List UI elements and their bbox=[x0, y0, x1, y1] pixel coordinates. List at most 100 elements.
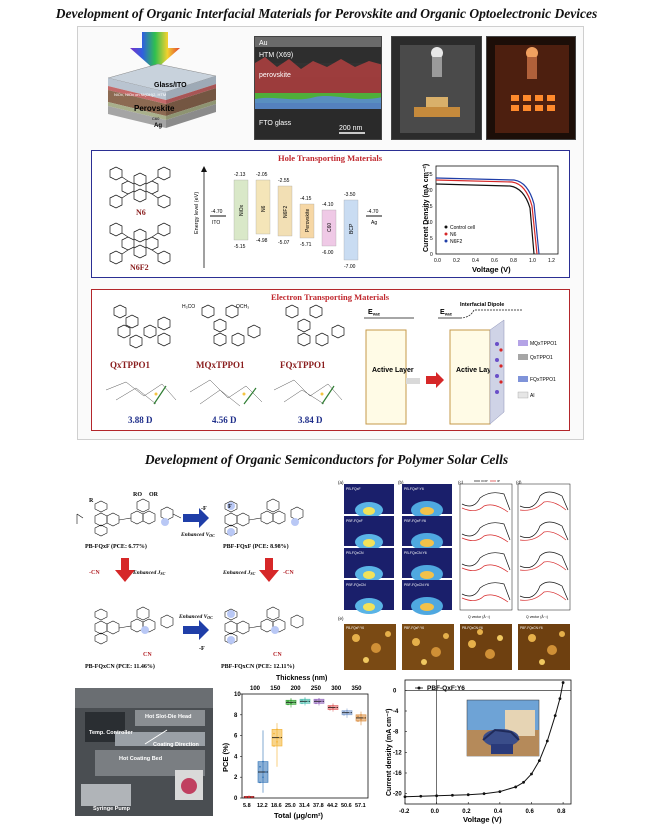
afm-1: PBF-FQxF:Y6 bbox=[404, 626, 424, 630]
htm-jv-ytick-3: 15 bbox=[427, 204, 433, 210]
n6f2-label: N6F2 bbox=[283, 206, 289, 218]
box-toptick-2: 200 bbox=[291, 686, 302, 692]
polymer-r-label: R bbox=[89, 498, 94, 504]
box-point bbox=[259, 766, 261, 768]
htm-jv-xtick-2: 0.4 bbox=[472, 258, 479, 264]
box-point bbox=[276, 741, 278, 743]
jv2-point bbox=[451, 793, 454, 797]
sem-au-label: Au bbox=[259, 40, 268, 47]
jv2-point bbox=[530, 772, 533, 776]
enhanced-voc-bottom: Enhanced VOC bbox=[178, 614, 213, 620]
sem-cross-section-image: Au HTM (X69) perovskite FTO glass 200 nm bbox=[254, 36, 382, 140]
legend-fqxtppo1: FQxTPPO1 bbox=[530, 377, 556, 383]
jv2-point bbox=[537, 759, 541, 762]
layer-ag-label: Ag bbox=[154, 123, 162, 129]
energy-level-diagram: Energy level (eV) -4.70 ITO -2.13 -5.15 … bbox=[194, 166, 382, 270]
box-xtick-6: 44.2 bbox=[327, 803, 338, 809]
box-ytick-4: 8 bbox=[234, 713, 238, 719]
jv2-point bbox=[558, 697, 562, 700]
slot-die-coater-photo: Hot Slot-Die Head Temp. Controller Coati… bbox=[75, 688, 213, 816]
arrow-right-bottom-icon bbox=[183, 620, 209, 640]
box-point bbox=[335, 706, 337, 709]
giwaxs-panel-d: (d) bbox=[516, 480, 522, 485]
c60-top-value: -4.10 bbox=[322, 202, 334, 208]
box-point bbox=[265, 771, 267, 773]
box-point bbox=[360, 714, 362, 716]
box-point bbox=[301, 702, 303, 705]
htm-molecule-n6f2-label: N6F2 bbox=[130, 263, 149, 272]
box-point bbox=[259, 781, 261, 784]
htm-jv-xtick-4: 0.8 bbox=[510, 258, 517, 264]
box-toptick-4: 300 bbox=[331, 686, 342, 692]
polymer-jv-chart: Current density (mA cm⁻²) Voltage (V) -0… bbox=[386, 679, 572, 824]
box-point bbox=[251, 796, 253, 798]
jv2-xtick-0: -0.2 bbox=[399, 809, 410, 815]
legend-control: Control cell bbox=[450, 225, 475, 231]
coater-temp-label: Temp. Controller bbox=[89, 730, 133, 736]
gwx-right-row-1: PBF-FQxF:Y6 bbox=[404, 519, 426, 523]
jv2-point bbox=[498, 790, 502, 793]
jv2-ytick-0: 0 bbox=[393, 688, 397, 694]
htm-molecule-n6-label: N6 bbox=[136, 208, 146, 217]
perov-bottom-value: -5.71 bbox=[300, 242, 312, 248]
box-point bbox=[343, 714, 345, 716]
box-xtick-5: 37.8 bbox=[313, 803, 324, 809]
htm-molecule-structures: N6 N6F2 bbox=[109, 166, 171, 272]
polymer-top-left-label: PB-FQxF (PCE: 6.77%) bbox=[85, 543, 147, 550]
jv2-xlabel: Voltage (V) bbox=[463, 815, 502, 824]
gwx-left-row-0: PB-FQxF bbox=[346, 487, 361, 491]
giwaxs-panel-e: (e) bbox=[338, 616, 344, 621]
box-toptick-0: 100 bbox=[250, 686, 261, 692]
arrow-right-top-icon bbox=[183, 508, 209, 528]
box-point bbox=[321, 700, 323, 703]
jv2-ylabel: Current density (mA cm⁻²) bbox=[386, 709, 393, 796]
coater-slot-die-label: Hot Slot-Die Head bbox=[145, 714, 191, 720]
jv2-point bbox=[403, 795, 407, 799]
jv2-ytick-3: -12 bbox=[393, 750, 402, 756]
mqxtppo1-dipole: 4.56 D bbox=[212, 415, 237, 425]
box-point bbox=[276, 728, 278, 731]
box-point bbox=[318, 698, 320, 700]
n6f2-top-value: -2.55 bbox=[278, 178, 290, 184]
box-point bbox=[329, 708, 331, 711]
giwaxs-panel-b: (b) bbox=[398, 480, 404, 485]
jv2-point bbox=[435, 794, 439, 798]
polymer-cn-label: CN bbox=[143, 652, 152, 658]
box-point bbox=[307, 700, 309, 703]
arrow-down-left-icon bbox=[115, 558, 135, 582]
perov-label: Perovskite bbox=[305, 208, 311, 232]
active-layer-right-label: Active Layer bbox=[456, 367, 498, 374]
box-point bbox=[332, 707, 334, 710]
box-point bbox=[245, 795, 247, 798]
box-toptick-1: 150 bbox=[270, 686, 281, 692]
box-point bbox=[262, 776, 264, 778]
afm-2: PB-FQxCN:Y6 bbox=[462, 626, 483, 630]
ag-label: Ag bbox=[371, 220, 377, 226]
c60-bottom-value: -6.00 bbox=[322, 250, 334, 256]
layer-c60-label: C60 bbox=[152, 116, 160, 121]
coater-pump-label: Syringe Pump bbox=[93, 806, 131, 812]
enhanced-jsc-right: Enhanced JSC bbox=[222, 570, 256, 576]
legend-qxtppo1: QxTPPO1 bbox=[530, 355, 553, 361]
htm-jv-ylabel: Current Density (mA cm⁻²) bbox=[423, 164, 430, 252]
box-ytick-0: 0 bbox=[234, 796, 238, 802]
minus-f-bottom: -F bbox=[199, 646, 205, 652]
layer-glass-label: Glass/ITO bbox=[154, 82, 187, 89]
htm-jv-xlabel: Voltage (V) bbox=[472, 265, 511, 274]
gwx-c-legend-ip: IP bbox=[497, 479, 500, 483]
etm-panel-title: Electron Transporting Materials bbox=[270, 292, 390, 302]
interfacial-dipole-label: Interfacial Dipole bbox=[460, 302, 504, 308]
htm-jv-xtick-5: 1.0 bbox=[529, 258, 536, 264]
gwx-left-row-2: PB-FQxCN bbox=[346, 551, 364, 555]
box-xlabel: Total (μg/cm²) bbox=[274, 811, 324, 820]
gwx-left-row-3: PBF-FQxCN bbox=[346, 583, 366, 587]
htm-jv-xtick-3: 0.6 bbox=[491, 258, 498, 264]
box-point bbox=[318, 701, 320, 704]
evac-right-label: Evac bbox=[440, 309, 453, 317]
n6f2-curve bbox=[435, 177, 540, 255]
ag-level-value: -4.70 bbox=[367, 209, 379, 215]
box-point bbox=[262, 760, 264, 763]
page-title-top: Development of Organic Interfacial Mater… bbox=[55, 6, 598, 21]
minus-cn-right: -CN bbox=[283, 570, 294, 576]
